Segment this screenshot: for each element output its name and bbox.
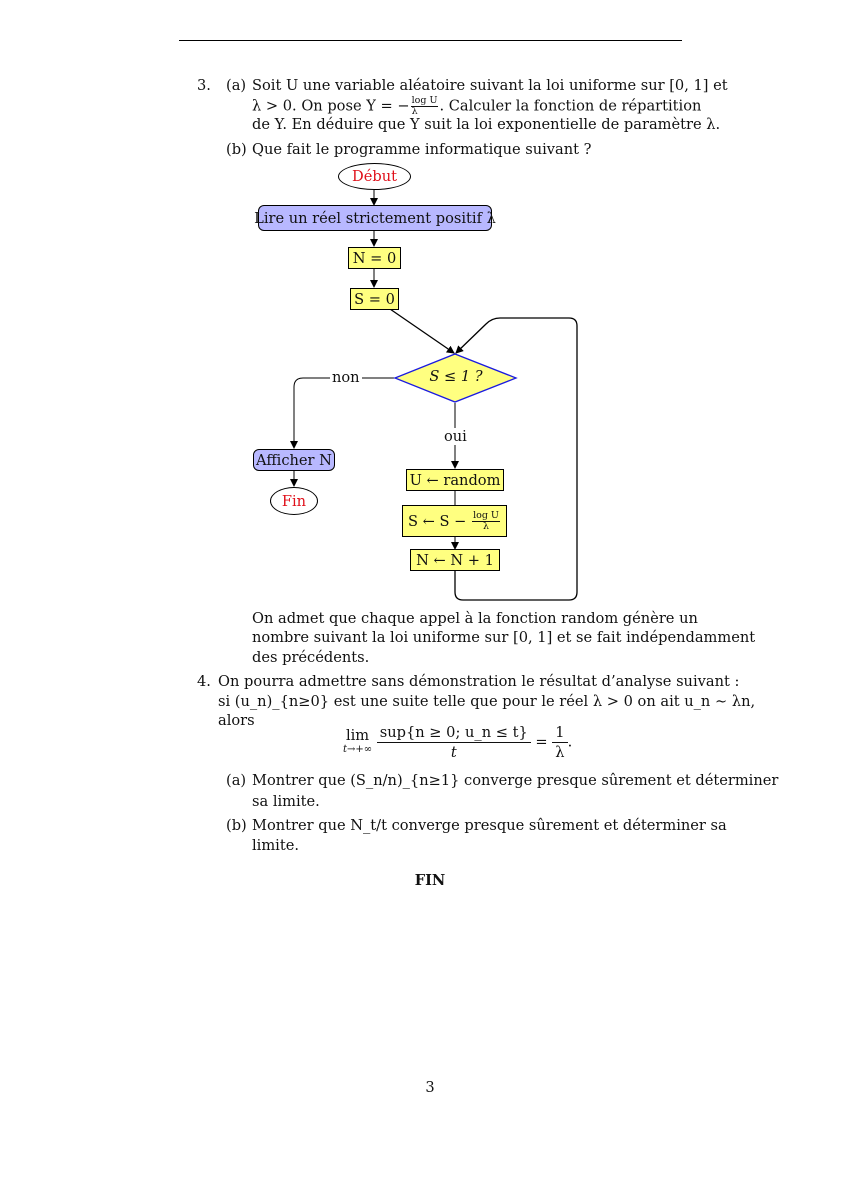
question-4-line2: si (u_n)_{n≥0} est une suite telle que p… bbox=[218, 693, 756, 710]
question-4b-label: (b) bbox=[226, 817, 247, 834]
yes-branch-label: oui bbox=[443, 428, 468, 445]
question-3a-line1: Soit U une variable aléatoire suivant la… bbox=[252, 77, 728, 94]
no-branch-label: non bbox=[330, 369, 362, 386]
display-n-box: Afficher N bbox=[253, 449, 335, 471]
header-rule bbox=[179, 40, 682, 41]
question-4-line3: alors bbox=[218, 712, 255, 729]
end-terminal: Fin bbox=[270, 487, 318, 515]
read-lambda-box: Lire un réel strictement positif λ bbox=[254, 205, 496, 231]
end-of-exam-label: FIN bbox=[414, 872, 446, 889]
decision-diamond bbox=[393, 353, 518, 403]
question-4b-line2: limite. bbox=[252, 837, 299, 854]
n-init-box: N = 0 bbox=[348, 247, 401, 269]
n-increment-box: N ← N + 1 bbox=[410, 549, 500, 571]
question-3-number: 3. bbox=[197, 77, 211, 94]
question-3a-label: (a) bbox=[226, 77, 247, 94]
question-4-number: 4. bbox=[197, 673, 211, 690]
u-random-box: U ← random bbox=[406, 469, 504, 491]
admit-line2: nombre suivant la loi uniforme sur [0, 1… bbox=[252, 629, 756, 646]
admit-line3: des précédents. bbox=[252, 649, 370, 666]
question-4-line1: On pourra admettre sans démonstration le… bbox=[218, 673, 740, 690]
page-number: 3 bbox=[425, 1079, 435, 1096]
question-3b-text: Que fait le programme informatique suiva… bbox=[252, 141, 592, 158]
decision-condition: S ≤ 1 ? bbox=[429, 368, 483, 385]
question-3a-line3: de Y. En déduire que Y suit la loi expon… bbox=[252, 116, 721, 133]
question-4a-line1: Montrer que (S_n/n)_{n≥1} converge presq… bbox=[252, 772, 779, 789]
question-4a-line2: sa limite. bbox=[252, 793, 320, 810]
admit-line1: On admet que chaque appel à la fonction … bbox=[252, 610, 698, 627]
question-3b-label: (b) bbox=[226, 141, 247, 158]
s-init-box: S = 0 bbox=[350, 288, 399, 310]
question-4a-label: (a) bbox=[226, 772, 247, 789]
start-terminal: Début bbox=[338, 163, 411, 190]
question-4b-line1: Montrer que N_t/t converge presque sûrem… bbox=[252, 817, 727, 834]
